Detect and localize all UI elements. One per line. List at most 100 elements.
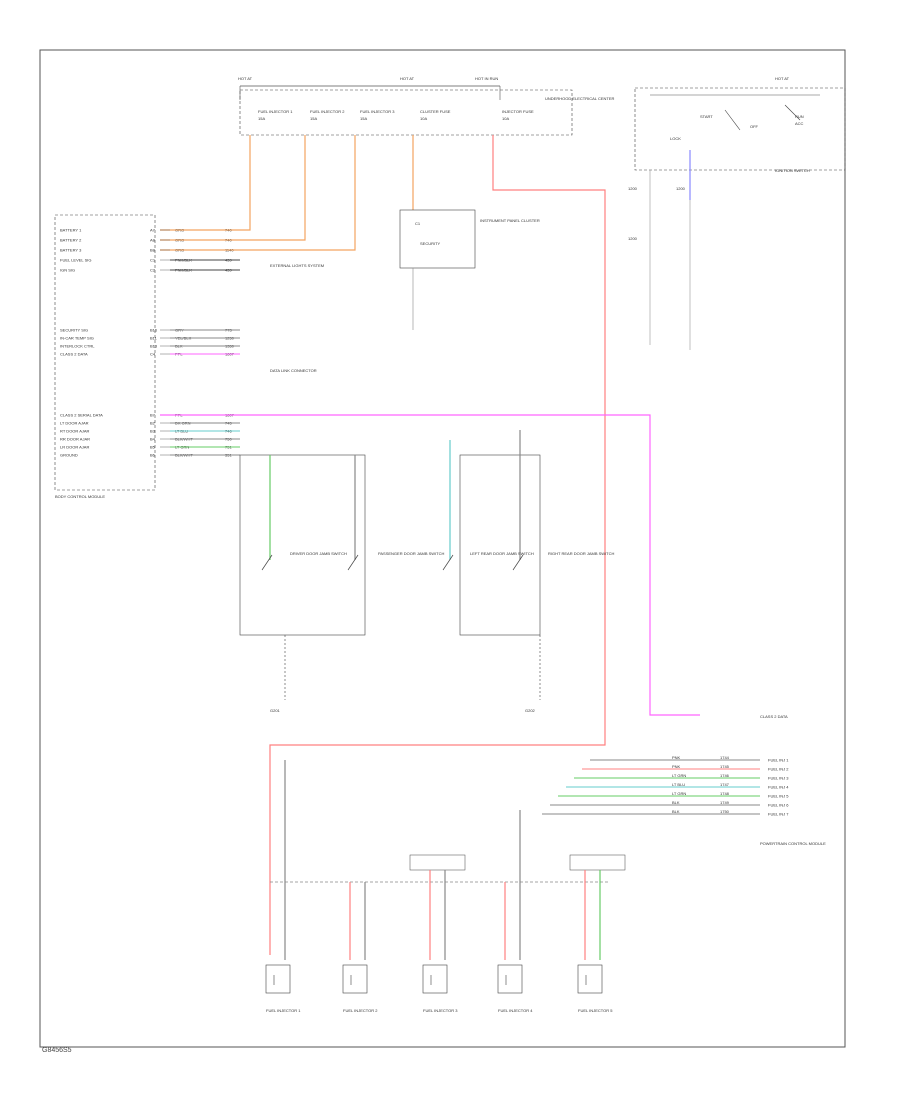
fuel-row-label: FUEL INJ 5: [768, 794, 789, 799]
fuse-4-value: 10A: [420, 116, 427, 121]
fuel-row-color: BLK: [672, 800, 680, 805]
ignition-header: HOT AT: [775, 76, 790, 81]
injector-body: [422, 964, 448, 994]
pcm-low-row-pin: B7: [150, 413, 156, 418]
pcm-low-row-label: RT DOOR AJAR: [60, 429, 90, 434]
pcm-low-row-pin: B3: [150, 429, 156, 434]
door-switch-2: PASSENGER DOOR JAMB SWITCH: [378, 551, 444, 556]
fuel-row-color: LT BLU: [672, 782, 685, 787]
pcm-left-row-pin: C1: [150, 258, 156, 263]
ipc-box: C1 SECURITY INSTRUMENT PANEL CLUSTER: [399, 209, 540, 330]
fuel-row-label: FUEL INJ 3: [768, 776, 789, 781]
injector-label: FUEL INJECTOR 1: [266, 1008, 301, 1013]
fuel-row-circ: 1748: [720, 791, 730, 796]
injector-body: [265, 964, 291, 994]
fuse-1-label: FUEL INJECTOR 1: [258, 109, 293, 114]
diagram-code: G8456S5: [42, 1047, 72, 1054]
injector-label: FUEL INJECTOR 4: [498, 1008, 533, 1013]
fuel-row-circ: 1749: [720, 800, 730, 805]
fuse-header-3: HOT IN RUN: [475, 76, 498, 81]
fuse-block-name: UNDERHOOD ELECTRICAL CENTER: [545, 96, 615, 101]
fuse-3-label: FUEL INJECTOR 3: [360, 109, 395, 114]
top-fuse-block: HOT AT HOT AT HOT IN RUN FUEL INJECTOR 1…: [238, 76, 615, 136]
pcm-left-row-pin: A7: [150, 228, 156, 233]
pcm-mid-row-label: SECURITY SIG: [60, 328, 88, 333]
diagram-frame: [39, 49, 846, 1048]
fuse-header-2: HOT AT: [400, 76, 415, 81]
pcm-low-row-label: CLASS 2 SERIAL DATA: [60, 413, 103, 418]
ipc-pin: C1: [415, 221, 421, 226]
ign-wire-3: 1200: [628, 236, 638, 241]
fuel-row-color: LT GRN: [672, 773, 686, 778]
pcm-left-row-label: BATTERY 1: [60, 228, 82, 233]
fuel-row-label: FUEL INJ 7: [768, 812, 789, 817]
right-data-label: CLASS 2 DATA: [760, 714, 788, 719]
fuel-row-circ: 1747: [720, 782, 730, 787]
door-switch-4: RIGHT REAR DOOR JAMB SWITCH: [548, 551, 614, 556]
fuse-4-label: CLUSTER FUSE: [420, 109, 451, 114]
left-module-name: BODY CONTROL MODULE: [55, 494, 105, 499]
class2-data-line: [160, 414, 700, 716]
fuse-2-value: 15A: [310, 116, 317, 121]
fuse-header-1: HOT AT: [238, 76, 253, 81]
pcm-mid-row-pin: B13: [150, 344, 158, 349]
pcm-left-row-pin: A8: [150, 238, 156, 243]
injector-body: [577, 964, 603, 994]
pcm-mid-row-label: IN-CAR TEMP SIG: [60, 336, 94, 341]
fuse-5-value: 10A: [502, 116, 509, 121]
pcm-mid-row-pin: B11: [150, 336, 158, 341]
fuel-row-label: FUEL INJ 1: [768, 758, 789, 763]
fuse-5-label: INJECTOR FUSE: [502, 109, 534, 114]
fuse-2-label: FUEL INJECTOR 2: [310, 109, 345, 114]
ground-1: G201: [270, 708, 281, 713]
pcm-left-row-label: BATTERY 2: [60, 238, 82, 243]
injector-body: [342, 964, 368, 994]
ign-wire-1: 1200: [628, 186, 638, 191]
ign-wire-2: 1200: [676, 186, 686, 191]
fuel-row-circ: 1744: [720, 755, 730, 760]
injector-label: FUEL INJECTOR 2: [343, 1008, 378, 1013]
pcm-left-row-label: BATTERY 3: [60, 248, 82, 253]
fuse-3-value: 15A: [360, 116, 367, 121]
injector-row: FUEL INJECTOR 1 FUEL INJECTOR 2 FUEL INJEC…: [265, 964, 613, 1013]
pcm-mid-row-pin: B16: [150, 328, 158, 333]
orange-feeds: [160, 135, 414, 251]
pcm-mid-ext: DATA LINK CONNECTOR: [270, 368, 317, 373]
pcm-mid-row-label: INTERLOCK CTRL: [60, 344, 95, 349]
pcm-ext-label: EXTERNAL LIGHTS SYSTEM: [270, 263, 324, 268]
pcm-left-row-pin: B8: [150, 248, 156, 253]
injector-body: [497, 964, 523, 994]
pcm-low-row-label: LR DOOR AJAR: [60, 445, 89, 450]
fuel-row-color: LT GRN: [672, 791, 686, 796]
injector-label: FUEL INJECTOR 5: [578, 1008, 613, 1013]
door-switch-3: LEFT REAR DOOR JAMB SWITCH: [470, 551, 534, 556]
pcm-low-row-pin: B4: [150, 437, 156, 442]
injector-bus: [270, 760, 626, 960]
fuel-row-label: FUEL INJ 6: [768, 803, 789, 808]
pcm-low-row-label: RR DOOR AJAR: [60, 437, 90, 442]
fuel-module-name: POWERTRAIN CONTROL MODULE: [760, 841, 826, 846]
ign-pos-start: START: [700, 114, 713, 119]
ground-2: G202: [525, 708, 536, 713]
pcm-left-row-label: FUEL LEVEL SIG: [60, 258, 92, 263]
pcm-mid-row-pin: C4: [150, 352, 156, 357]
fuel-row-circ: 1746: [720, 773, 730, 778]
pcm-low-row-label: GROUND: [60, 453, 78, 458]
pcm-left-row-pin: C2: [150, 268, 156, 273]
ignition-switch: HOT AT START LOCK OFF RUN ACC IGNITION S…: [628, 76, 846, 350]
pcm-low-row-pin: B5: [150, 445, 156, 450]
fuel-row-color: BLK: [672, 809, 680, 814]
fuse-1-value: 15A: [258, 116, 265, 121]
ign-pos-lock: LOCK: [670, 136, 681, 141]
ign-pos-off: OFF: [750, 124, 759, 129]
pcm-left-row-label: IGN SIG: [60, 268, 75, 273]
pcm-low-row-pin: B6: [150, 453, 156, 458]
left-module: BODY CONTROL MODULE: [54, 214, 156, 499]
fuel-row-color: PNK: [672, 755, 681, 760]
